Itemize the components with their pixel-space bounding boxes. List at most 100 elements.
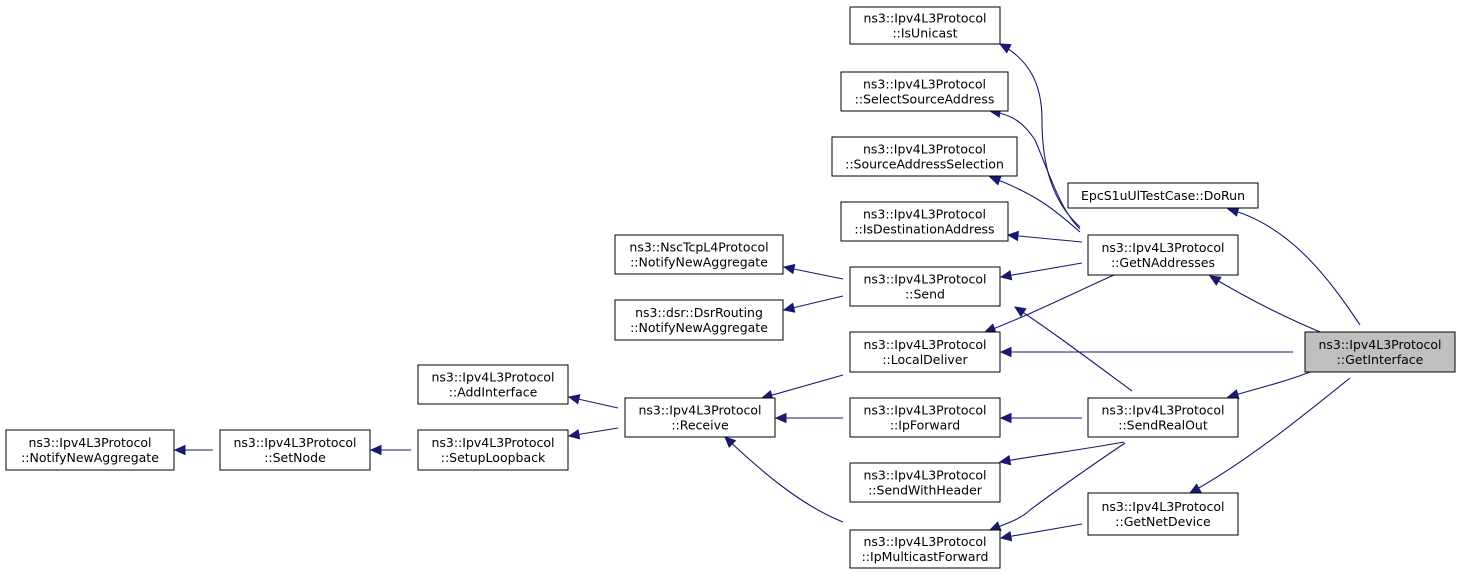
edge-dsr-notify-to-send	[782, 295, 844, 313]
edge-add-interface-to-receive	[567, 394, 619, 409]
edge-setup-loopback-to-receive	[567, 427, 619, 440]
node-label-line1: ns3::Ipv4L3Protocol	[863, 403, 986, 418]
node-select-source-address[interactable]: ns3::Ipv4L3Protocol::SelectSourceAddress	[840, 71, 1009, 112]
edge-ip-forward-to-send-real-out	[999, 412, 1082, 424]
node-label-line1: ns3::Ipv4L3Protocol	[863, 468, 986, 483]
nodes-layer: ns3::Ipv4L3Protocol::GetInterfacens3::Ip…	[5, 6, 1456, 569]
node-label-line2: ::SetupLoopback	[441, 450, 546, 465]
edge-arrowhead	[1013, 306, 1027, 318]
node-box	[840, 71, 1009, 112]
node-box	[417, 429, 569, 471]
node-send-with-header[interactable]: ns3::Ipv4L3Protocol::SendWithHeader	[849, 462, 1001, 503]
node-get-interface[interactable]: ns3::Ipv4L3Protocol::GetInterface	[1304, 331, 1456, 373]
node-ip-multicast-forward[interactable]: ns3::Ipv4L3Protocol::IpMulticastForward	[849, 529, 1001, 569]
node-box	[5, 429, 175, 471]
edge-local-deliver-to-get-naddresses	[983, 274, 1115, 334]
edge-arrowhead	[999, 412, 1012, 424]
node-box	[624, 397, 776, 438]
node-label-line2: ::SelectSourceAddress	[855, 92, 995, 107]
node-label-line2: ::Send	[905, 287, 945, 302]
node-label-line2: ::GetNAddresses	[1111, 255, 1215, 270]
edge-arrowhead	[999, 531, 1013, 542]
edge-set-node-to-setup-loopback	[369, 444, 411, 456]
node-ip-forward[interactable]: ns3::Ipv4L3Protocol::IpForward	[849, 397, 1001, 438]
node-epc-dorun[interactable]: EpcS1uUlTestCase::DoRun	[1067, 182, 1259, 209]
node-label-line1: ns3::Ipv4L3Protocol	[863, 207, 986, 222]
node-box	[849, 6, 1001, 45]
edge-epc-dorun-to-get-interface	[1226, 206, 1361, 326]
node-box	[417, 364, 569, 405]
node-box	[849, 331, 1001, 373]
edge-arrowhead	[998, 43, 1012, 54]
node-box	[614, 299, 784, 341]
node-label-line2: ::Receive	[671, 418, 729, 433]
edge-arrowhead	[567, 429, 581, 440]
edge-send-with-header-to-send-real-out	[998, 441, 1125, 466]
node-send[interactable]: ns3::Ipv4L3Protocol::Send	[849, 266, 1001, 307]
node-is-unicast[interactable]: ns3::Ipv4L3Protocol::IsUnicast	[849, 6, 1001, 45]
edge-arrowhead	[988, 175, 1002, 186]
edge-arrowhead	[999, 346, 1012, 358]
node-label-line1: ns3::Ipv4L3Protocol	[638, 403, 761, 418]
node-box	[1304, 331, 1456, 373]
node-dsr-notify[interactable]: ns3::dsr::DsrRouting::NotifyNewAggregate	[614, 299, 784, 341]
node-send-real-out[interactable]: ns3::Ipv4L3Protocol::SendRealOut	[1087, 397, 1239, 438]
node-label-line1: ns3::Ipv4L3Protocol	[1318, 337, 1441, 352]
node-label-line1: ns3::Ipv4L3Protocol	[431, 435, 554, 450]
node-label-line1: ns3::Ipv4L3Protocol	[863, 77, 986, 92]
node-label-line2: ::IpMulticastForward	[862, 549, 989, 564]
node-label-line2: ::NotifyNewAggregate	[630, 255, 768, 270]
node-box	[1087, 492, 1239, 536]
node-label-line2: ::SourceAddressSelection	[845, 157, 1004, 172]
node-receive[interactable]: ns3::Ipv4L3Protocol::Receive	[624, 397, 776, 438]
node-get-naddresses[interactable]: ns3::Ipv4L3Protocol::GetNAddresses	[1087, 234, 1239, 276]
node-nsc-notify[interactable]: ns3::NscTcpL4Protocol::NotifyNewAggregat…	[614, 234, 784, 275]
node-label-line2: ::AddInterface	[449, 385, 538, 400]
node-label-line2: ::NotifyNewAggregate	[630, 320, 768, 335]
node-box	[849, 529, 1001, 569]
node-label-line2: ::IsUnicast	[892, 26, 957, 41]
edge-arrowhead	[999, 270, 1013, 281]
node-add-interface[interactable]: ns3::Ipv4L3Protocol::AddInterface	[417, 364, 569, 405]
node-label-line1: ns3::Ipv4L3Protocol	[1101, 240, 1224, 255]
node-box	[849, 397, 1001, 438]
node-box	[614, 234, 784, 275]
node-ipv4-notify[interactable]: ns3::Ipv4L3Protocol::NotifyNewAggregate	[5, 429, 175, 471]
node-label-line2: ::IsDestinationAddress	[854, 222, 994, 237]
edge-arrowhead	[724, 436, 737, 449]
edge-source-address-selection-to-get-naddresses	[988, 175, 1081, 233]
node-label-line2: ::GetInterface	[1337, 352, 1424, 367]
node-label-line1: ns3::Ipv4L3Protocol	[431, 370, 554, 385]
node-label-line1: ns3::NscTcpL4Protocol	[629, 240, 768, 255]
node-label-line2: ::SendWithHeader	[868, 483, 983, 498]
node-box	[831, 136, 1018, 177]
node-local-deliver[interactable]: ns3::Ipv4L3Protocol::LocalDeliver	[849, 331, 1001, 373]
node-setup-loopback[interactable]: ns3::Ipv4L3Protocol::SetupLoopback	[417, 429, 569, 471]
edge-is-destination-address-to-get-naddresses	[1006, 230, 1083, 243]
edge-arrowhead	[988, 521, 1002, 531]
node-label-line1: ns3::Ipv4L3Protocol	[863, 11, 986, 26]
edge-arrowhead	[1188, 483, 1202, 494]
node-label-line2: ::SetNode	[264, 450, 326, 465]
edge-send-to-get-naddresses	[999, 262, 1083, 281]
edge-ipv4-notify-to-set-node	[173, 444, 213, 456]
node-label-line2: ::GetNetDevice	[1115, 514, 1211, 529]
edge-arrowhead	[782, 302, 796, 313]
node-source-address-selection[interactable]: ns3::Ipv4L3Protocol::SourceAddressSelect…	[831, 136, 1018, 177]
node-label-line1: ns3::Ipv4L3Protocol	[863, 272, 986, 287]
node-label-line2: ::SendRealOut	[1118, 418, 1208, 433]
node-label-line2: ::NotifyNewAggregate	[21, 450, 159, 465]
node-is-destination-address[interactable]: ns3::Ipv4L3Protocol::IsDestinationAddres…	[840, 201, 1009, 242]
edge-is-unicast-to-get-naddresses	[998, 43, 1081, 228]
edge-ip-multicast-forward-to-get-net-device	[999, 523, 1083, 542]
node-label-line2: ::IpForward	[890, 418, 960, 433]
edge-send-real-out-to-get-interface	[1226, 371, 1311, 400]
edges-layer	[173, 43, 1361, 542]
edge-arrowhead	[369, 444, 382, 456]
node-label-line1: ns3::dsr::DsrRouting	[635, 305, 763, 320]
node-get-net-device[interactable]: ns3::Ipv4L3Protocol::GetNetDevice	[1087, 492, 1239, 536]
edge-arrowhead	[1006, 230, 1019, 242]
node-set-node[interactable]: ns3::Ipv4L3Protocol::SetNode	[219, 429, 371, 471]
node-label-line1: ns3::Ipv4L3Protocol	[1101, 403, 1224, 418]
